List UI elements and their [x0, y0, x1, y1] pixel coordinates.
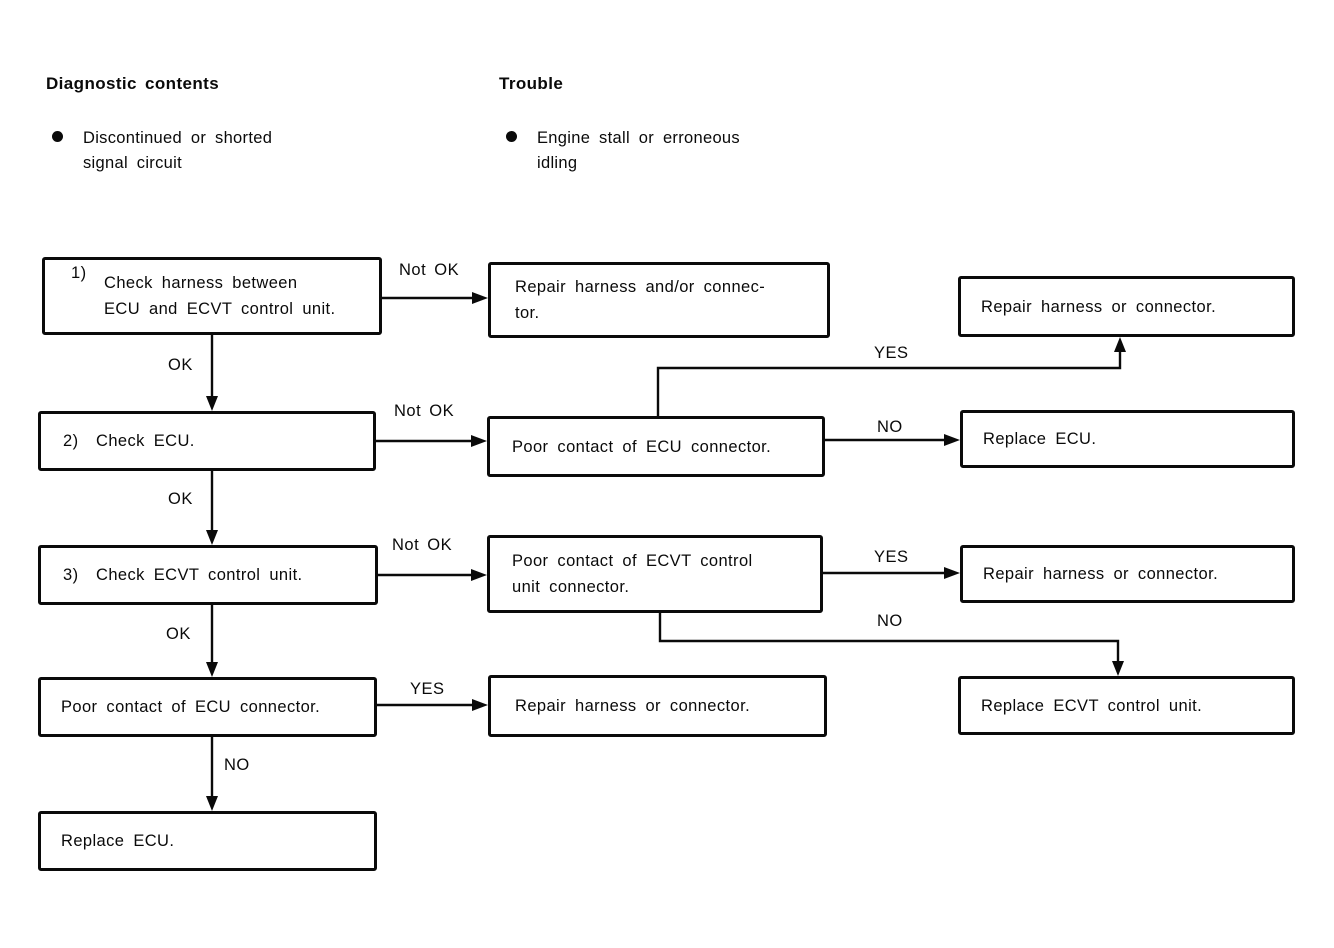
node-repair-harness-top-right: Repair harness or connector.	[958, 276, 1295, 337]
step-number: 2)	[63, 432, 79, 450]
diagnostic-contents-heading: Diagnostic contents	[46, 74, 220, 93]
edge-label-no-row3: NO	[877, 612, 903, 630]
node-repair-harness-mid: Repair harness or connector.	[488, 675, 827, 737]
edge-label-yes-row2: YES	[874, 344, 909, 362]
trouble-heading: Trouble	[499, 74, 564, 93]
edge-label-ok-3: OK	[166, 625, 191, 643]
node-poor-contact-ecvt-mid: Poor contact of ECVT control unit connec…	[487, 535, 823, 613]
bullet-icon	[52, 131, 63, 142]
trouble-item: Engine stall or erroneous idling	[537, 129, 740, 172]
node-repair-harness-right: Repair harness or connector.	[960, 545, 1295, 603]
node-check-ecvt: 3) Check ECVT control unit.	[38, 545, 378, 605]
edge-label-yes-row3: YES	[874, 548, 909, 566]
edge-label-no-row4: NO	[224, 756, 250, 774]
node-replace-ecu-right: Replace ECU.	[960, 410, 1295, 468]
edge-label-not-ok-2: Not OK	[394, 402, 455, 420]
node-replace-ecu-bottom: Replace ECU.	[38, 811, 377, 871]
edge-label-ok-1: OK	[168, 356, 193, 374]
diagnostic-contents-item: Discontinued or shorted signal circuit	[83, 129, 273, 172]
node-repair-harness-andor-connector: Repair harness and/or connec- tor.	[488, 262, 830, 338]
node-check-ecu: 2) Check ECU.	[38, 411, 376, 471]
bullet-icon	[506, 131, 517, 142]
node-poor-contact-ecu-mid: Poor contact of ECU connector.	[487, 416, 825, 477]
step-number: 3)	[63, 566, 79, 584]
edge-label-not-ok-1: Not OK	[399, 261, 460, 279]
edge-label-no-row2: NO	[877, 418, 903, 436]
node-poor-contact-ecu-left: Poor contact of ECU connector.	[38, 677, 377, 737]
node-check-harness: 1) Check harness between ECU and ECVT co…	[42, 257, 382, 335]
node-replace-ecvt-right: Replace ECVT control unit.	[958, 676, 1295, 735]
step-number: 1)	[71, 264, 87, 282]
edge-label-yes-row4: YES	[410, 680, 445, 698]
edge-label-not-ok-3: Not OK	[392, 536, 453, 554]
edge-label-ok-2: OK	[168, 490, 193, 508]
